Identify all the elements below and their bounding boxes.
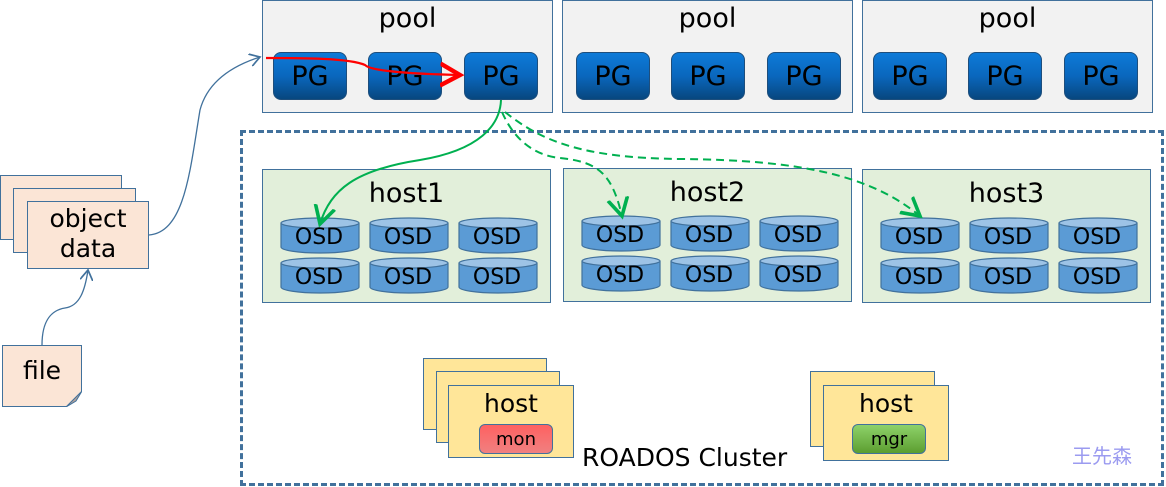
osd-label: OSD bbox=[983, 265, 1033, 290]
host-title: host3 bbox=[968, 178, 1045, 209]
pg-block: PG bbox=[873, 52, 947, 100]
osd-label: OSD bbox=[684, 223, 734, 248]
cylinder-icon bbox=[969, 217, 1049, 254]
osd-label: OSD bbox=[1072, 225, 1122, 250]
folded-corner-icon bbox=[66, 391, 82, 407]
osd-disk: OSD bbox=[369, 257, 449, 294]
cylinder-icon bbox=[759, 215, 839, 252]
osd-label: OSD bbox=[595, 223, 645, 248]
pg-block: PG bbox=[968, 52, 1042, 100]
osd-disk: OSD bbox=[458, 257, 538, 294]
pg-block: PG bbox=[1064, 52, 1138, 100]
mgr-host-box: host mgr bbox=[823, 385, 949, 461]
host-title: host2 bbox=[669, 177, 746, 208]
osd-label: OSD bbox=[983, 225, 1033, 250]
cylinder-icon bbox=[581, 215, 661, 252]
pool-2: pool PG PG PG bbox=[562, 0, 853, 113]
pool-title: pool bbox=[978, 3, 1037, 34]
osd-label: OSD bbox=[595, 263, 645, 288]
osd-disk: OSD bbox=[1058, 217, 1138, 254]
osd-label: OSD bbox=[472, 225, 522, 250]
osd-label: OSD bbox=[894, 265, 944, 290]
cluster-label: ROADOS Cluster bbox=[582, 443, 788, 472]
cylinder-icon bbox=[880, 217, 960, 254]
cylinder-icon bbox=[880, 257, 960, 294]
osd-label: OSD bbox=[294, 265, 344, 290]
osd-disk: OSD bbox=[759, 255, 839, 292]
mgr-badge: mgr bbox=[852, 424, 926, 454]
osd-label: OSD bbox=[773, 263, 823, 288]
osd-label: OSD bbox=[383, 225, 433, 250]
watermark: 王先森 bbox=[1072, 444, 1132, 468]
cylinder-icon bbox=[1058, 217, 1138, 254]
osd-label: OSD bbox=[684, 263, 734, 288]
cylinder-icon bbox=[670, 255, 750, 292]
osd-label: OSD bbox=[773, 223, 823, 248]
osd-disk: OSD bbox=[458, 217, 538, 254]
osd-disk: OSD bbox=[670, 215, 750, 252]
pg-block: PG bbox=[464, 52, 538, 100]
file-box: file bbox=[2, 345, 82, 407]
pool-1: pool PG PG PG bbox=[262, 0, 553, 113]
osd-disk: OSD bbox=[880, 257, 960, 294]
object-data-box: object data bbox=[27, 201, 149, 269]
pool-title: pool bbox=[378, 3, 437, 34]
pool-3: pool PG PG PG bbox=[862, 0, 1153, 113]
osd-label: OSD bbox=[294, 225, 344, 250]
osd-disk: OSD bbox=[581, 255, 661, 292]
cylinder-icon bbox=[969, 257, 1049, 294]
file-to-object-arrow bbox=[41, 270, 88, 346]
osd-label: OSD bbox=[894, 225, 944, 250]
osd-disk: OSD bbox=[280, 217, 360, 254]
pg-block: PG bbox=[576, 52, 650, 100]
osd-disk: OSD bbox=[1058, 257, 1138, 294]
cylinder-icon bbox=[759, 255, 839, 292]
pool-title: pool bbox=[678, 3, 737, 34]
cylinder-icon bbox=[458, 257, 538, 294]
osd-disk: OSD bbox=[759, 215, 839, 252]
osd-disk: OSD bbox=[880, 217, 960, 254]
mon-badge: mon bbox=[479, 424, 553, 454]
osd-label: OSD bbox=[472, 265, 522, 290]
cylinder-icon bbox=[581, 255, 661, 292]
osd-label: OSD bbox=[1072, 265, 1122, 290]
pg-block: PG bbox=[273, 52, 347, 100]
osd-disk: OSD bbox=[969, 257, 1049, 294]
cylinder-icon bbox=[1058, 257, 1138, 294]
osd-disk: OSD bbox=[581, 215, 661, 252]
pg-block: PG bbox=[767, 52, 841, 100]
file-label: file bbox=[22, 356, 62, 385]
osd-label: OSD bbox=[383, 265, 433, 290]
cylinder-icon bbox=[369, 257, 449, 294]
pg-block: PG bbox=[671, 52, 745, 100]
cylinder-icon bbox=[280, 257, 360, 294]
host-title: host1 bbox=[368, 178, 445, 209]
mgr-host-label: host bbox=[859, 389, 913, 418]
data-label: data bbox=[59, 234, 117, 263]
osd-disk: OSD bbox=[969, 217, 1049, 254]
osd-disk: OSD bbox=[280, 257, 360, 294]
osd-disk: OSD bbox=[369, 217, 449, 254]
mon-host-label: host bbox=[484, 389, 538, 418]
object-label: object bbox=[49, 204, 127, 233]
mon-host-box: host mon bbox=[448, 385, 574, 458]
pg-block: PG bbox=[368, 52, 442, 100]
osd-disk: OSD bbox=[670, 255, 750, 292]
